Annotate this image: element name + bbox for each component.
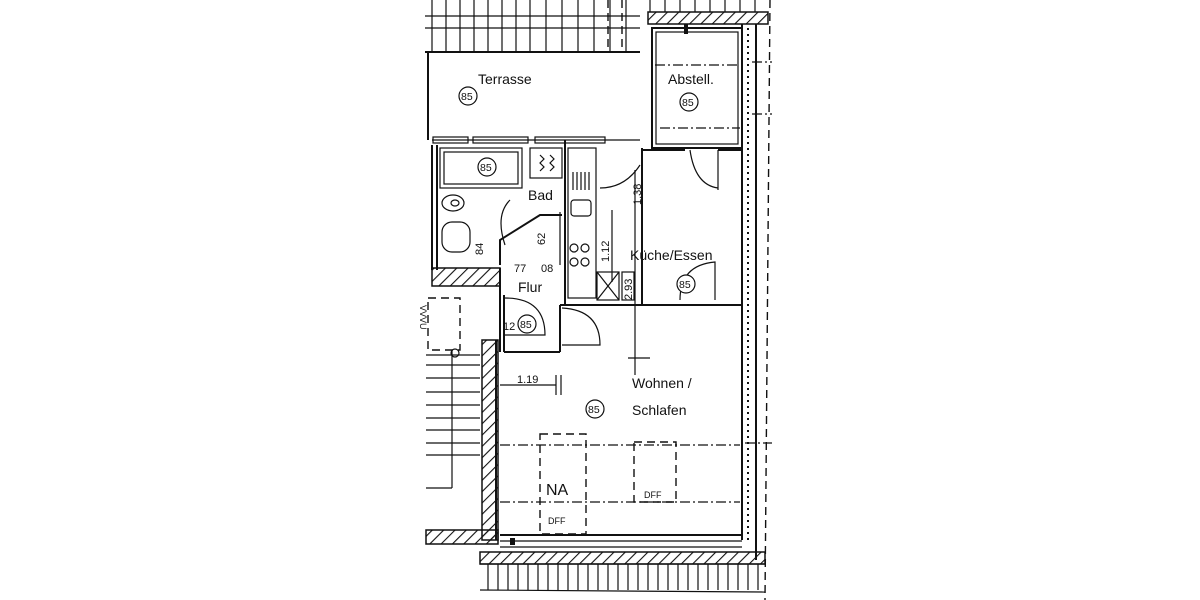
kueche-room	[567, 147, 742, 375]
room-label-kueche: Küche/Essen	[630, 247, 713, 263]
room-code-kueche: 85	[679, 279, 691, 291]
right-exterior-wall	[741, 0, 772, 600]
terrasse-area	[427, 52, 640, 144]
roof-slats-bottom	[479, 563, 766, 593]
sink	[441, 221, 471, 253]
room-code-abstell: 85	[682, 97, 694, 109]
room-code-flur: 85	[520, 319, 532, 331]
dim-flur-door: 12	[503, 321, 515, 333]
furniture-label-na: NA	[546, 482, 569, 499]
furniture-label-dff-1: DFF	[548, 516, 566, 526]
room-code-wohnen: 85	[588, 404, 600, 416]
bathtub	[439, 147, 523, 189]
toilet	[441, 194, 465, 212]
flur-room	[499, 140, 566, 353]
dim-bath-side: 84	[474, 243, 486, 255]
dim-living-wall: 1.19	[517, 374, 538, 386]
room-label-bad: Bad	[528, 187, 553, 203]
room-label-wohnen: Wohnen /	[632, 375, 692, 391]
bad-room	[431, 145, 563, 270]
stairwell	[426, 297, 480, 489]
furniture-label-dff-2: DFF	[644, 490, 662, 500]
dim-kitchen-depth: 1.38	[632, 184, 644, 205]
wall-hatched-bottom-left	[425, 529, 499, 545]
kitchen-counter	[567, 147, 597, 299]
stair-label: VVVU	[418, 305, 428, 330]
room-code-circle	[458, 86, 478, 106]
stove-burner	[569, 243, 579, 253]
dim-kitchen-small: 2.93	[623, 279, 635, 300]
room-code-bad: 85	[480, 162, 492, 174]
wohnen-room	[495, 304, 742, 548]
room-code-circle	[679, 92, 699, 112]
dim-flur-width: 77	[514, 263, 526, 275]
room-label-flur: Flur	[518, 279, 542, 295]
room-code-circle	[477, 157, 497, 177]
room-code-terrasse: 85	[461, 91, 473, 103]
room-code-circle	[676, 274, 696, 294]
wall-hatched-bottom	[479, 551, 766, 565]
dim-bath-wall: 62	[536, 233, 548, 245]
room-label-terrasse: Terrasse	[478, 71, 532, 87]
roof-slats-top	[425, 0, 756, 53]
room-label-schlafen: Schlafen	[632, 402, 686, 418]
bed-dff	[633, 441, 677, 503]
kitchen-sink	[570, 199, 592, 217]
wall-hatched-flur	[431, 267, 501, 287]
wall-hatched-top	[647, 11, 769, 25]
washing-machine	[529, 147, 563, 179]
room-code-circle	[585, 399, 605, 419]
dim-kitchen-counter: 1.12	[600, 241, 612, 262]
dim-flur-small: 08	[541, 263, 553, 275]
room-code-circle	[517, 314, 537, 334]
room-label-abstell: Abstell.	[668, 71, 714, 87]
